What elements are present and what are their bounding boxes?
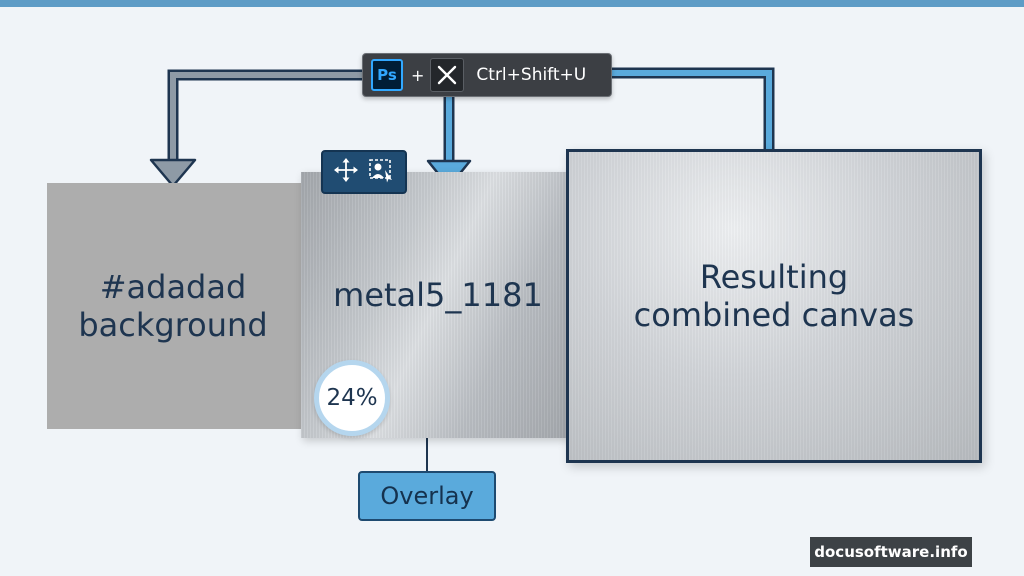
- texture-panel: metal5_1181: [301, 172, 569, 438]
- background-panel: #adadad background: [47, 183, 315, 429]
- top-accent-bar: [0, 0, 1024, 7]
- photoshop-icon: Ps: [371, 59, 403, 91]
- move-icon[interactable]: [333, 157, 359, 187]
- background-panel-label: #adadad background: [78, 268, 268, 344]
- shortcut-keys: Ctrl+Shift+U: [476, 65, 587, 85]
- result-panel: Resulting combined canvas: [566, 149, 982, 463]
- arrow-to-background: [167, 69, 365, 162]
- opacity-badge: 24%: [314, 360, 390, 436]
- blend-mode-label: Overlay: [358, 471, 496, 521]
- image-select-icon[interactable]: [367, 157, 395, 187]
- plus-sign: +: [411, 65, 425, 85]
- close-x-icon: [430, 58, 465, 92]
- texture-panel-label: metal5_1181: [333, 276, 543, 314]
- result-panel-label: Resulting combined canvas: [633, 258, 915, 334]
- layer-tools: [321, 150, 407, 194]
- shortcut-bar: Ps + Ctrl+Shift+U: [362, 53, 612, 97]
- watermark: docusoftware.info: [810, 537, 972, 567]
- arrow-to-result: [610, 67, 775, 160]
